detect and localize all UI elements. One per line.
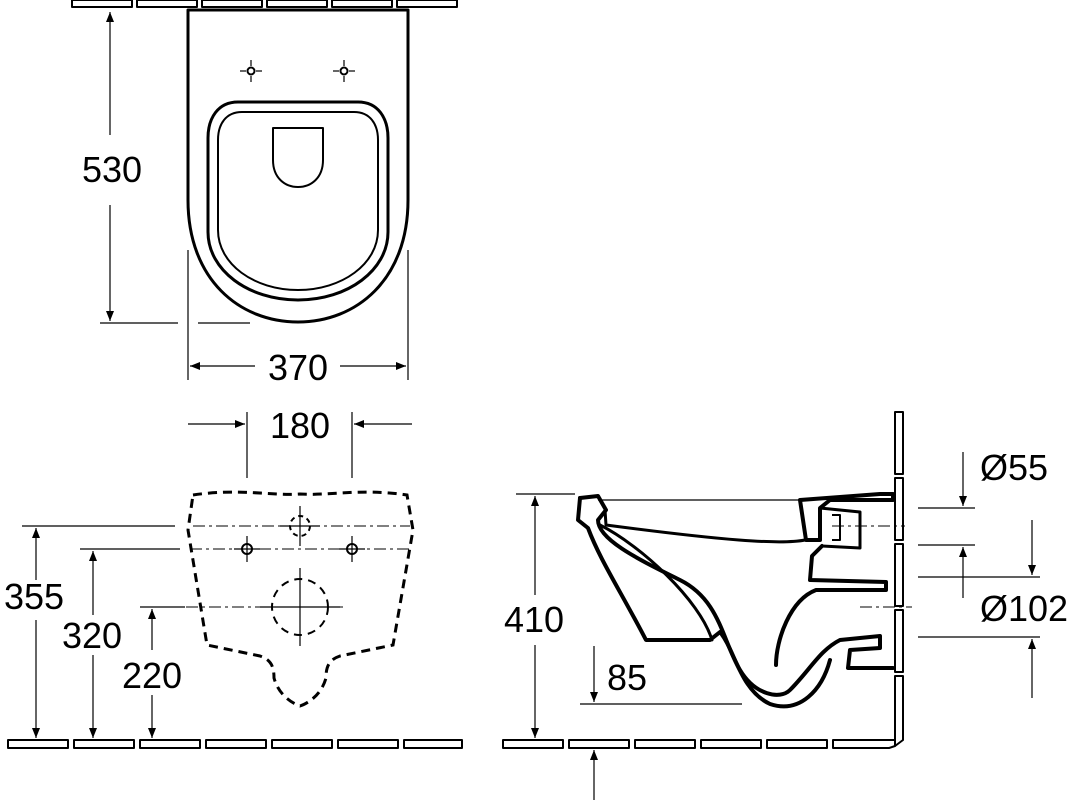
bowl-outline-front [186,490,415,708]
seat-inner [217,111,379,291]
fixing-point-icon [333,60,355,82]
top-view: 530 370 [71,0,458,388]
bowl-interior [598,523,714,642]
dimension-85: 85 [607,657,647,698]
seat-outer [206,100,390,302]
dimension-320: 320 [62,615,122,656]
dimension-d55: Ø55 [980,447,1048,488]
bowl-interior-2 [603,508,807,544]
bowl-profile-rim [576,496,832,709]
dimension-d102: Ø102 [980,588,1068,629]
water-inlet-front [280,506,320,546]
fixing-point-icon [234,536,260,562]
dimension-410: 410 [504,599,564,640]
floor-left [7,739,463,749]
water-outlet [272,127,324,188]
floor-right [502,739,896,749]
fixing-point-icon [339,536,365,562]
fixing-point-icon [240,60,262,82]
bowl-outline-top [186,8,410,324]
dimension-530: 530 [82,149,142,190]
rear-connection [798,492,895,542]
wall-side [894,411,904,747]
side-view: 410 85 Ø55 Ø102 [502,411,1068,800]
front-view: 180 [4,405,463,749]
dimension-370: 370 [268,347,328,388]
wall-top [71,0,458,8]
waste-outlet-front [260,568,340,646]
dimension-180: 180 [270,405,330,446]
dimension-220: 220 [122,655,182,696]
dimension-355: 355 [4,576,64,617]
